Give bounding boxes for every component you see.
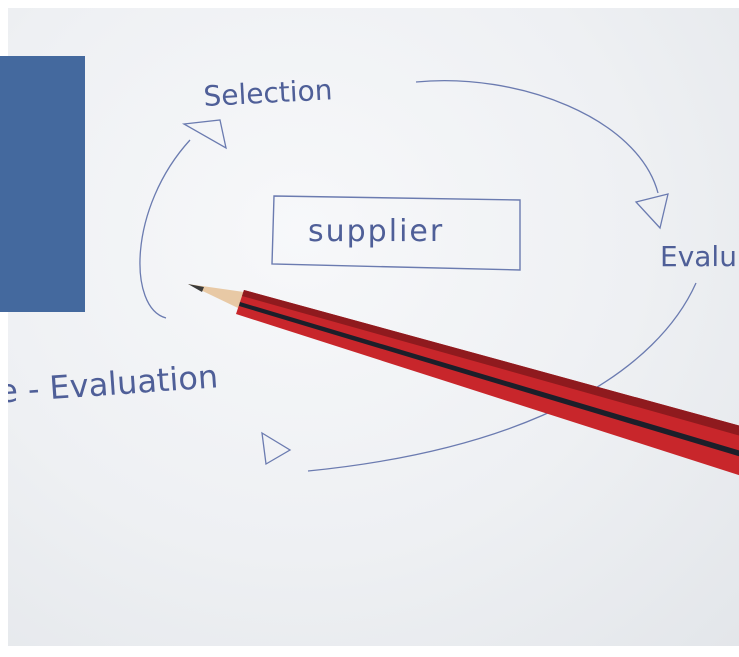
arrowhead-icon (261, 431, 292, 466)
hand-drawn-diagram: Selection supplier Evalu Re - Evaluation (8, 73, 739, 476)
arrowhead-icon (181, 119, 227, 150)
label-supplier: supplier (308, 214, 444, 249)
photo-paper-background: Selection supplier Evalu Re - Evaluation (8, 8, 739, 646)
arrow-selection-to-evaluation (415, 80, 659, 194)
label-re-evaluation: Re - Evaluation (8, 357, 219, 412)
blue-overlay-panel (0, 56, 85, 312)
arrow-reevaluation-to-selection (139, 139, 191, 319)
arrowhead-icon (634, 193, 669, 230)
supplier-box (271, 195, 521, 271)
label-selection: Selection (203, 73, 334, 113)
label-evaluation: Evalu (660, 240, 737, 273)
pencil-icon (188, 284, 739, 476)
